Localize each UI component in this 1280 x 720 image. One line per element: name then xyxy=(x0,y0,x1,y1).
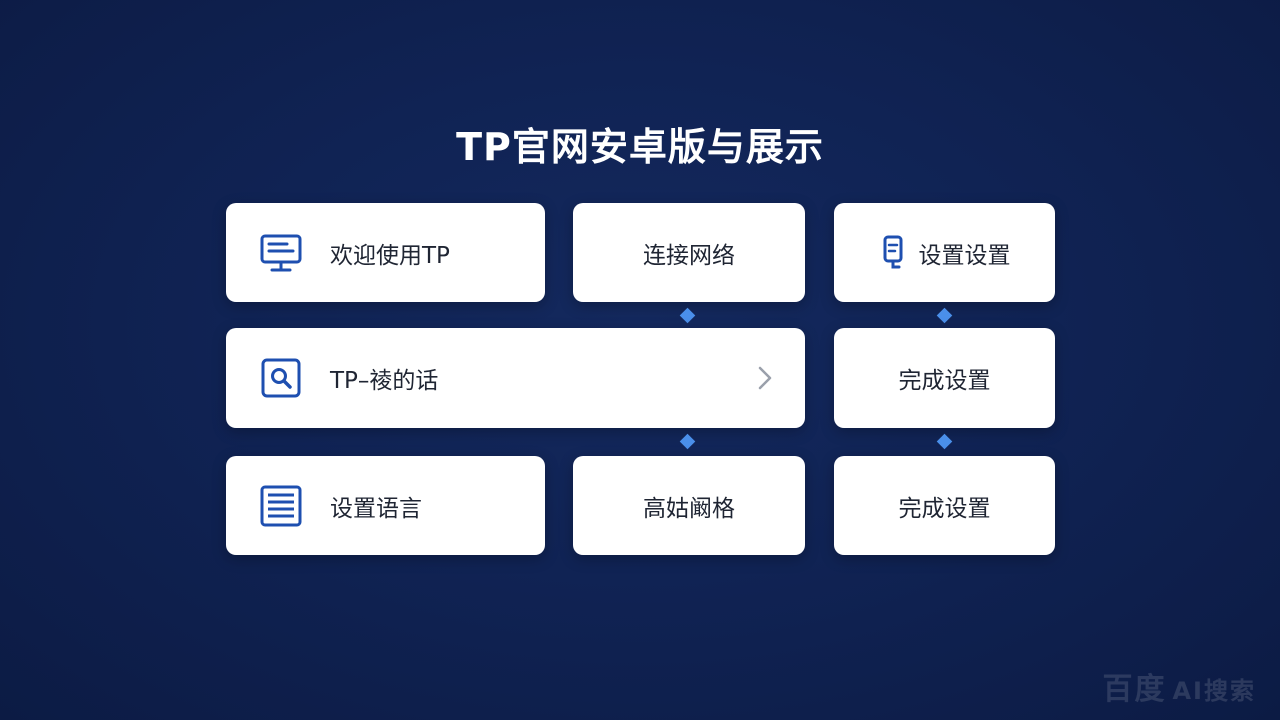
connector-diamond xyxy=(936,307,953,324)
monitor-icon xyxy=(259,231,303,275)
tp-wallet-label: TP–祾的话 xyxy=(330,368,439,394)
page-title: TP官网安卓版与展示 xyxy=(456,125,824,169)
connect-network-card[interactable]: 连接网络 xyxy=(573,203,805,302)
complete-settings-label-2: 完成设置 xyxy=(898,495,991,522)
search-icon xyxy=(259,356,303,400)
complete-settings-card[interactable]: 完成设置 xyxy=(834,328,1055,428)
chevron-right-icon xyxy=(755,364,775,392)
language-label: 设置语言 xyxy=(330,495,422,522)
phone-settings-icon xyxy=(879,231,909,275)
connect-network-label: 连接网络 xyxy=(643,242,735,269)
connector-diamond xyxy=(936,433,953,450)
complete-settings-card-2[interactable]: 完成设置 xyxy=(834,456,1055,555)
document-icon xyxy=(259,484,303,528)
settings-top-card[interactable]: 设置设置 xyxy=(834,203,1055,302)
welcome-label: 欢迎使用TP xyxy=(330,242,450,269)
high-network-card[interactable]: 高姑阚格 xyxy=(573,456,805,555)
watermark-sub: AI搜索 xyxy=(1172,677,1256,705)
tp-wallet-card[interactable]: TP–祾的话 xyxy=(226,328,805,428)
watermark-main: 百度 xyxy=(1102,672,1167,707)
complete-settings-label: 完成设置 xyxy=(898,368,991,394)
settings-top-label: 设置设置 xyxy=(918,242,1011,269)
connector-diamond xyxy=(679,307,696,324)
high-network-label: 高姑阚格 xyxy=(643,495,735,522)
welcome-card[interactable]: 欢迎使用TP xyxy=(226,203,545,302)
connector-diamond xyxy=(679,433,696,450)
language-card[interactable]: 设置语言 xyxy=(226,456,545,555)
